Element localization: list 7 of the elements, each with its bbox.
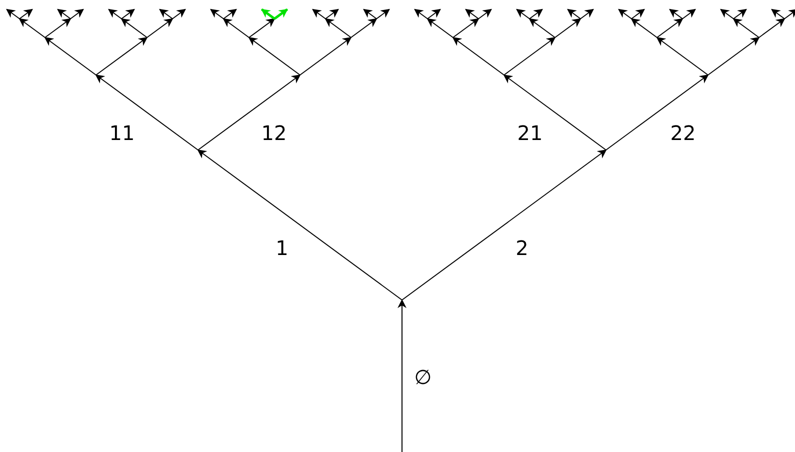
branch-label: ∅ — [414, 367, 432, 387]
branch-label: 21 — [517, 123, 543, 143]
branch-label: 1 — [276, 238, 288, 258]
branch-label: 11 — [109, 123, 135, 143]
branch-label: 22 — [670, 123, 696, 143]
branch-label: 2 — [516, 238, 528, 258]
branch-label: 12 — [261, 123, 287, 143]
